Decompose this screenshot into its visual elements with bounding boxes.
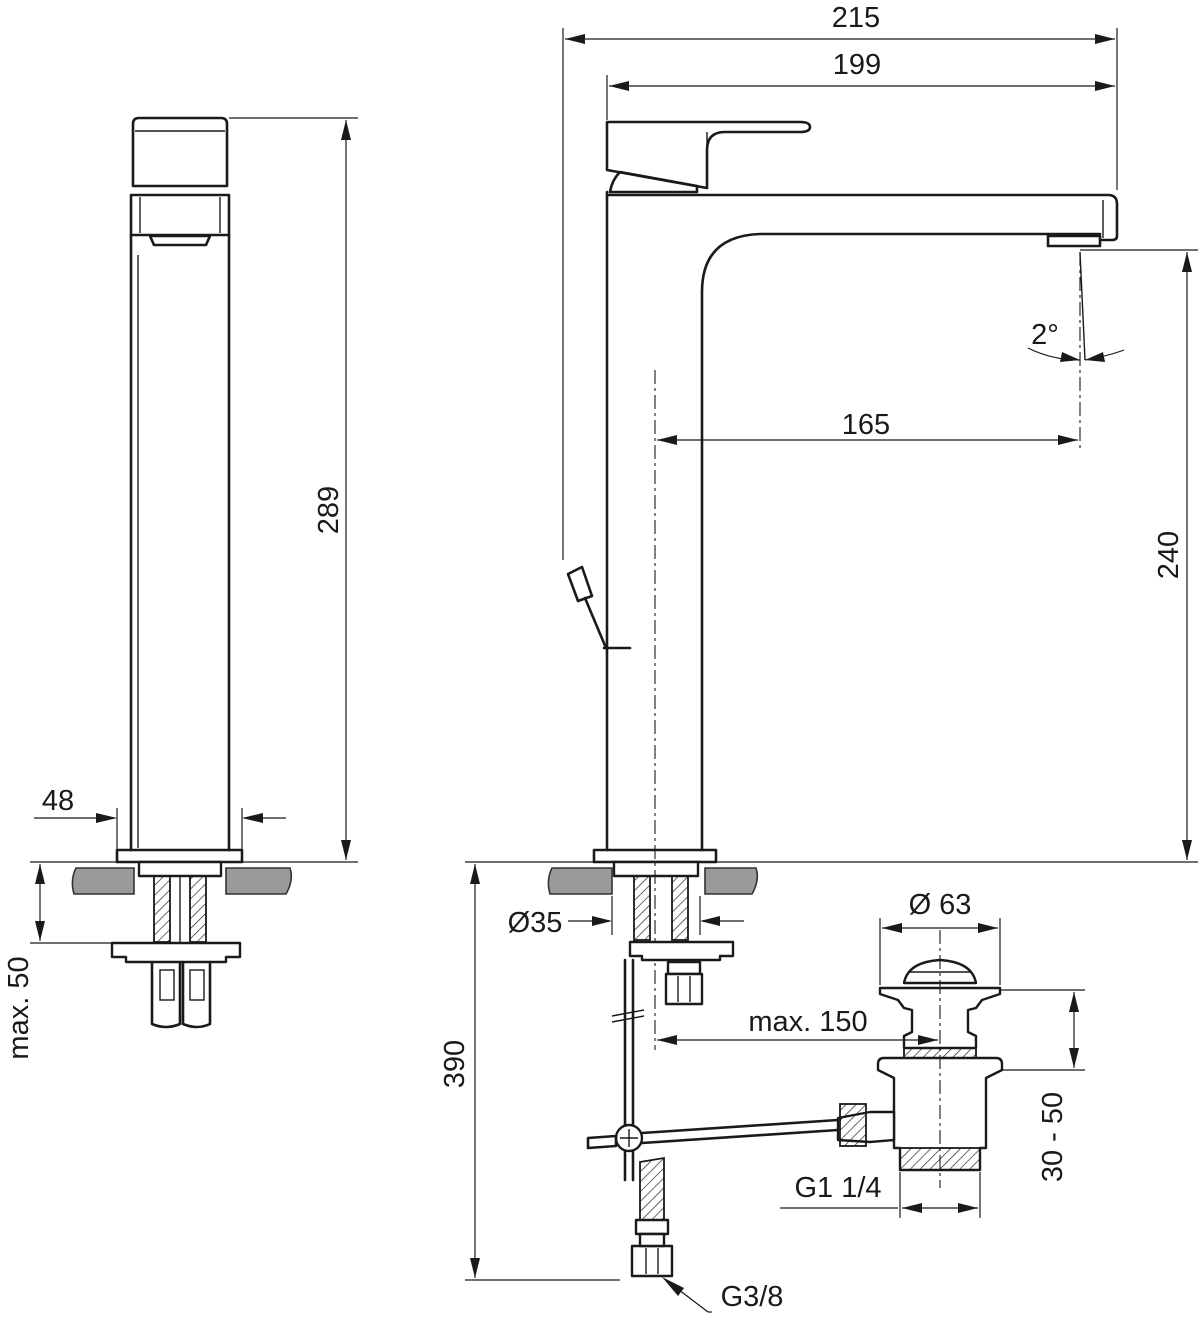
dim-g3-8-label: G3/8 bbox=[721, 1281, 784, 1313]
dim-diameter-35-label: Ø35 bbox=[508, 907, 563, 939]
front-view bbox=[71, 116, 293, 1029]
dim-max-50-label: max. 50 bbox=[3, 956, 35, 1059]
dim-48: 48 bbox=[34, 785, 286, 850]
dim-2-degrees-label: 2° bbox=[1031, 319, 1059, 351]
dim-199: 199 bbox=[606, 49, 1115, 120]
dim-199-label: 199 bbox=[833, 49, 881, 81]
side-view bbox=[547, 120, 1119, 1278]
dim-30-50-label: 30 - 50 bbox=[1037, 1092, 1069, 1182]
dim-30-50: 30 - 50 bbox=[1000, 989, 1085, 1182]
dim-2-degrees: 2° bbox=[1027, 251, 1125, 362]
dim-48-label: 48 bbox=[42, 785, 74, 817]
dim-g1-1-4: G1 1/4 bbox=[780, 1172, 981, 1218]
dim-215-label: 215 bbox=[832, 2, 880, 34]
dim-390: 390 bbox=[439, 861, 620, 1281]
dim-165-label: 165 bbox=[842, 409, 890, 441]
dim-165: 165 bbox=[657, 252, 1081, 450]
dim-max-150: max. 150 bbox=[657, 1006, 938, 1045]
dim-289: 289 bbox=[229, 117, 358, 863]
dim-240-label: 240 bbox=[1153, 531, 1185, 579]
dim-max-50: max. 50 bbox=[3, 861, 117, 1060]
dim-390-label: 390 bbox=[439, 1040, 471, 1088]
dim-diameter-63-label: Ø 63 bbox=[909, 889, 972, 921]
dim-diameter-35: Ø35 bbox=[508, 896, 744, 939]
dim-g3-8: G3/8 bbox=[662, 1277, 783, 1313]
dim-215: 215 bbox=[562, 2, 1118, 560]
dim-g1-1-4-label: G1 1/4 bbox=[794, 1172, 881, 1204]
dim-max-150-label: max. 150 bbox=[748, 1006, 867, 1038]
dim-289-label: 289 bbox=[313, 486, 345, 534]
dim-diameter-63: Ø 63 bbox=[879, 889, 1001, 985]
dim-240: 240 bbox=[716, 249, 1198, 863]
